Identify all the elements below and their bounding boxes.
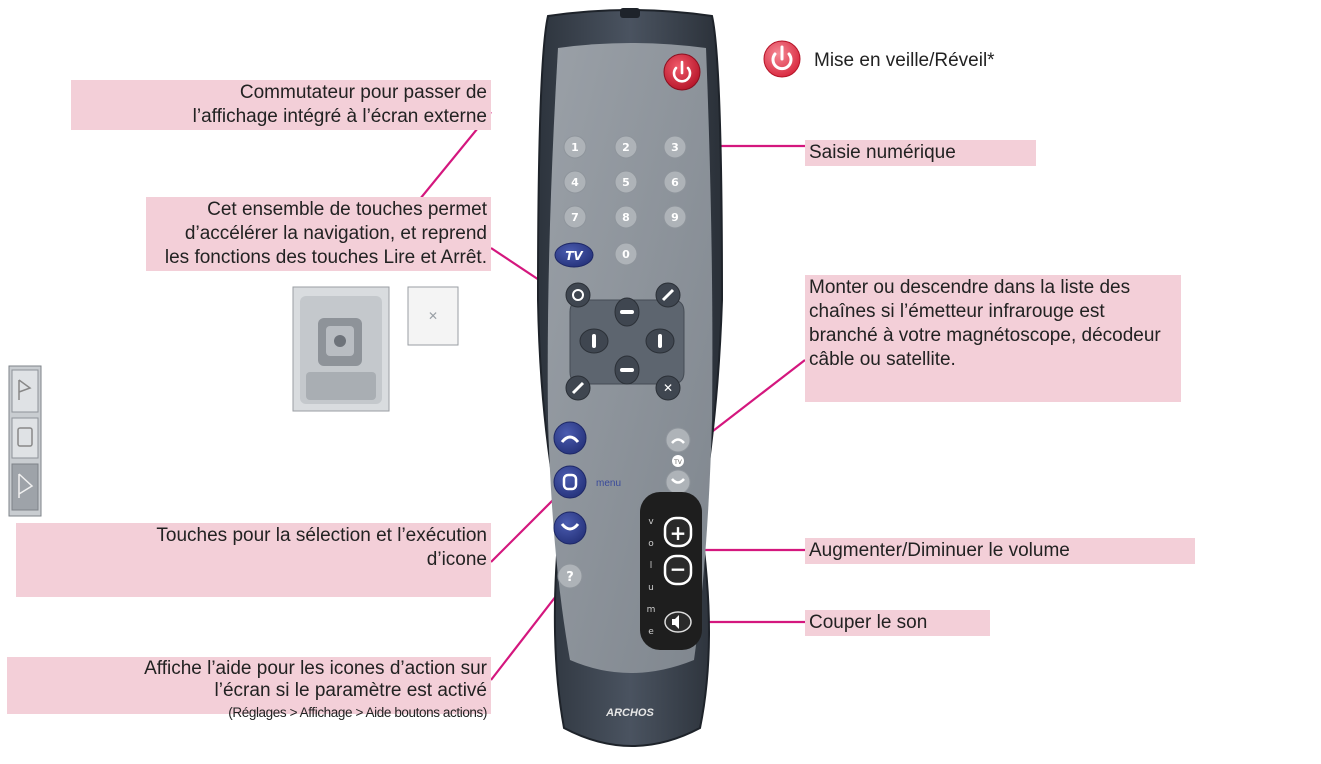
mute-button[interactable] (665, 612, 691, 632)
nav-button-circle[interactable] (566, 283, 590, 307)
volume-letter: l (650, 561, 653, 571)
number-button-3[interactable]: 3 (664, 136, 686, 158)
number-button-2[interactable]: 2 (615, 136, 637, 158)
svg-text:0: 0 (622, 248, 630, 261)
selection-up-button[interactable] (554, 422, 586, 454)
svg-text:1: 1 (571, 141, 579, 154)
brand-logo: ARCHOS (605, 707, 654, 719)
device-side-strip-photo (9, 366, 41, 516)
ir-window (620, 8, 640, 18)
nav-button-left[interactable] (580, 329, 608, 353)
svg-text:5: 5 (622, 176, 630, 189)
power-label: Mise en veille/Réveil* (810, 48, 999, 74)
number-button-1[interactable]: 1 (564, 136, 586, 158)
down-icon (620, 368, 634, 372)
mute-label: Couper le son (805, 610, 990, 636)
cross-icon: ✕ (428, 309, 438, 323)
number-button-6[interactable]: 6 (664, 171, 686, 193)
nav-button-top-right[interactable] (656, 283, 680, 307)
svg-text:+: + (670, 521, 687, 545)
nav-button-right[interactable] (646, 329, 674, 353)
navigation-label: Cet ensemble de touches permet d’accélér… (146, 197, 491, 271)
svg-text:4: 4 (571, 176, 579, 189)
volume-down-button[interactable]: − (665, 556, 691, 584)
right-icon (658, 334, 662, 348)
svg-text:TV: TV (673, 459, 683, 466)
svg-text:−: − (670, 557, 687, 581)
number-button-4[interactable]: 4 (564, 171, 586, 193)
navigation-cluster: ✕ (566, 283, 684, 400)
help-button[interactable]: ? (558, 564, 582, 588)
svg-text:9: 9 (671, 211, 679, 224)
svg-text:6: 6 (671, 176, 679, 189)
number-button-5[interactable]: 5 (615, 171, 637, 193)
volume-panel: v o l u m e + − (640, 492, 702, 650)
number-button-0[interactable]: 0 (615, 243, 637, 265)
svg-text:7: 7 (571, 211, 579, 224)
nav-button-down[interactable] (615, 356, 639, 384)
selection-down-button[interactable] (554, 512, 586, 544)
device-buttons-photo (293, 287, 389, 411)
chaines-label: Monter ou descendre dans la liste des ch… (805, 275, 1181, 402)
number-button-7[interactable]: 7 (564, 206, 586, 228)
nav-button-bottom-right[interactable]: ✕ (656, 376, 680, 400)
volume-letter: u (648, 583, 654, 593)
power-icon-legend (762, 39, 802, 79)
aide-sub-label: (Réglages > Affichage > Aide boutons act… (11, 702, 487, 724)
tv-button[interactable]: TV (555, 243, 593, 267)
device-stop-button-photo: ✕ (408, 287, 458, 345)
selection-label: Touches pour la sélection et l’exécution… (16, 523, 491, 597)
cross-icon: ✕ (663, 381, 673, 395)
channel-down-button[interactable] (666, 470, 690, 494)
selection-ok-button[interactable] (554, 466, 586, 498)
channel-up-button[interactable] (666, 428, 690, 452)
nav-button-up[interactable] (615, 298, 639, 326)
number-button-8[interactable]: 8 (615, 206, 637, 228)
nav-button-bottom-left[interactable] (566, 376, 590, 400)
aide-label: Affiche l’aide pour les icones d’action … (7, 657, 491, 714)
svg-text:TV: TV (565, 249, 584, 263)
up-icon (620, 310, 634, 314)
volume-letter: v (648, 517, 654, 527)
commutateur-label: Commutateur pour passer de l’affichage i… (71, 80, 491, 130)
left-icon (592, 334, 596, 348)
svg-text:8: 8 (622, 211, 630, 224)
svg-text:3: 3 (671, 141, 679, 154)
number-button-9[interactable]: 9 (664, 206, 686, 228)
volume-letter: m (647, 605, 656, 615)
volume-letter: e (648, 627, 654, 637)
menu-label: menu (596, 478, 621, 489)
volume-label: Augmenter/Diminuer le volume (805, 538, 1195, 564)
volume-letter: o (648, 539, 654, 549)
svg-text:?: ? (566, 570, 574, 585)
svg-text:2: 2 (622, 141, 630, 154)
volume-up-button[interactable]: + (665, 518, 691, 546)
saisie-label: Saisie numérique (805, 140, 1036, 166)
tv-small-label: TV (672, 455, 684, 467)
